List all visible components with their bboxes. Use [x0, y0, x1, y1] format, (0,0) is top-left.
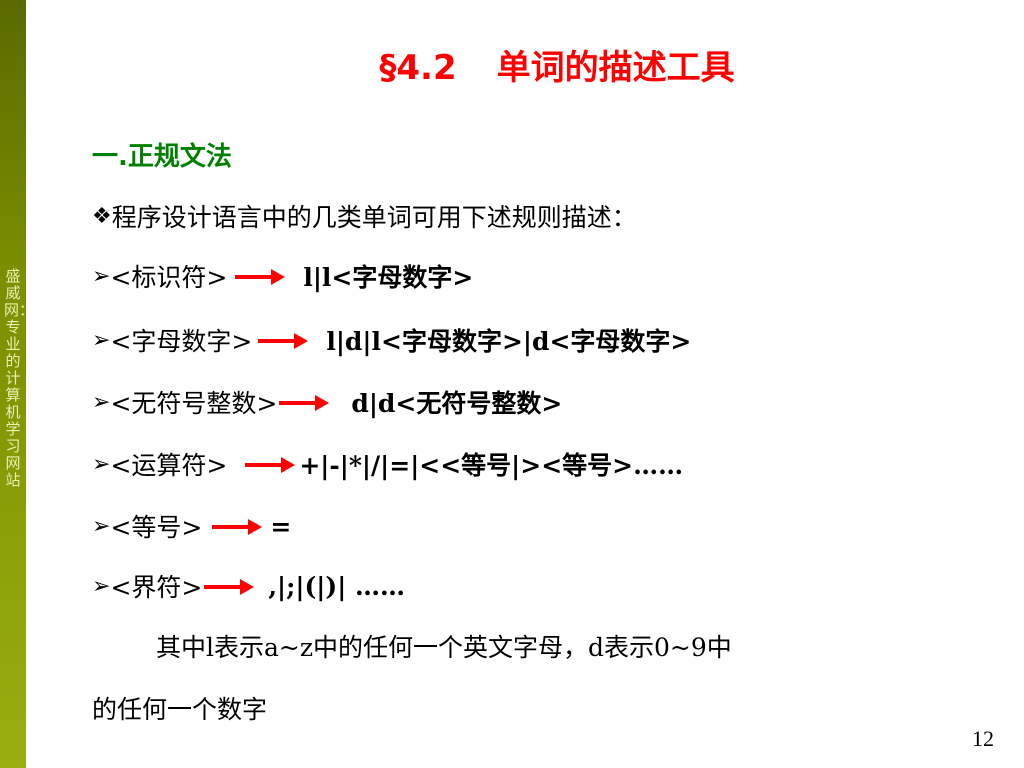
rule-row: ➢ <等号> = [92, 508, 291, 544]
rule-lhs: <标识符> [110, 263, 228, 292]
page-number: 12 [972, 726, 994, 751]
rule-row: ➢ <运算符> +|-|*|/|=|<<等号|><等号>…… [92, 446, 683, 482]
rule-rhs: ,|;|(|)| …… [268, 571, 406, 601]
sidebar-site-name: 盛威网：专业的计算机学习网站 [4, 267, 35, 489]
rule-row: ➢ <界符> ,|;|(|)| …… [92, 568, 405, 604]
rule-row: ➢ <无符号整数> d|d<无符号整数> [92, 384, 562, 420]
title-number: §4.2 [379, 48, 457, 88]
arrow-bullet-icon: ➢ [92, 513, 111, 539]
rule-lhs: <字母数字> [110, 327, 253, 356]
rule-rhs: +|-|*|/|=|<<等号|><等号>…… [299, 451, 684, 480]
rule-rhs: d|d<无符号整数> [351, 389, 563, 418]
slide-title: §4.2 单词的描述工具 [0, 40, 1024, 89]
right-arrow-icon [245, 453, 296, 475]
rule-row: ➢ <标识符> l|l<字母数字> [92, 258, 473, 294]
intro-text: 程序设计语言中的几类单词可用下述规则描述： [111, 203, 637, 232]
title-text: 单词的描述工具 [496, 48, 735, 88]
rule-rhs: l|d|l<字母数字>|d<字母数字> [326, 327, 692, 356]
explanation-line-2: 的任何一个数字 [92, 695, 268, 724]
rule-rhs: = [270, 511, 292, 541]
arrow-bullet-icon: ➢ [92, 451, 111, 477]
diamond-bullet-icon: ❖ [92, 203, 112, 229]
rule-row: ➢ <字母数字> l|d|l<字母数字>|d<字母数字> [92, 322, 691, 358]
right-arrow-icon [212, 515, 263, 537]
section-heading: 一.正规文法 [92, 142, 232, 172]
intro-line: ❖ 程序设计语言中的几类单词可用下述规则描述： [92, 198, 637, 234]
arrow-bullet-icon: ➢ [92, 263, 111, 289]
rule-rhs: l|l<字母数字> [303, 263, 474, 292]
right-arrow-icon [235, 265, 286, 287]
explanation-line-1: 其中l表示a~z中的任何一个英文字母，d表示0~9中 [156, 633, 732, 662]
right-arrow-icon [279, 391, 330, 413]
arrow-bullet-icon: ➢ [92, 573, 111, 599]
right-arrow-icon [258, 329, 309, 351]
arrow-bullet-icon: ➢ [92, 389, 111, 415]
rule-lhs: <运算符> [110, 451, 228, 480]
sidebar: 盛威网：专业的计算机学习网站 [0, 0, 35, 768]
arrow-bullet-icon: ➢ [92, 327, 111, 353]
rule-lhs: <界符> [110, 573, 203, 602]
right-arrow-icon [204, 575, 255, 597]
rule-lhs: <无符号整数> [110, 389, 278, 418]
rule-lhs: <等号> [110, 513, 203, 542]
